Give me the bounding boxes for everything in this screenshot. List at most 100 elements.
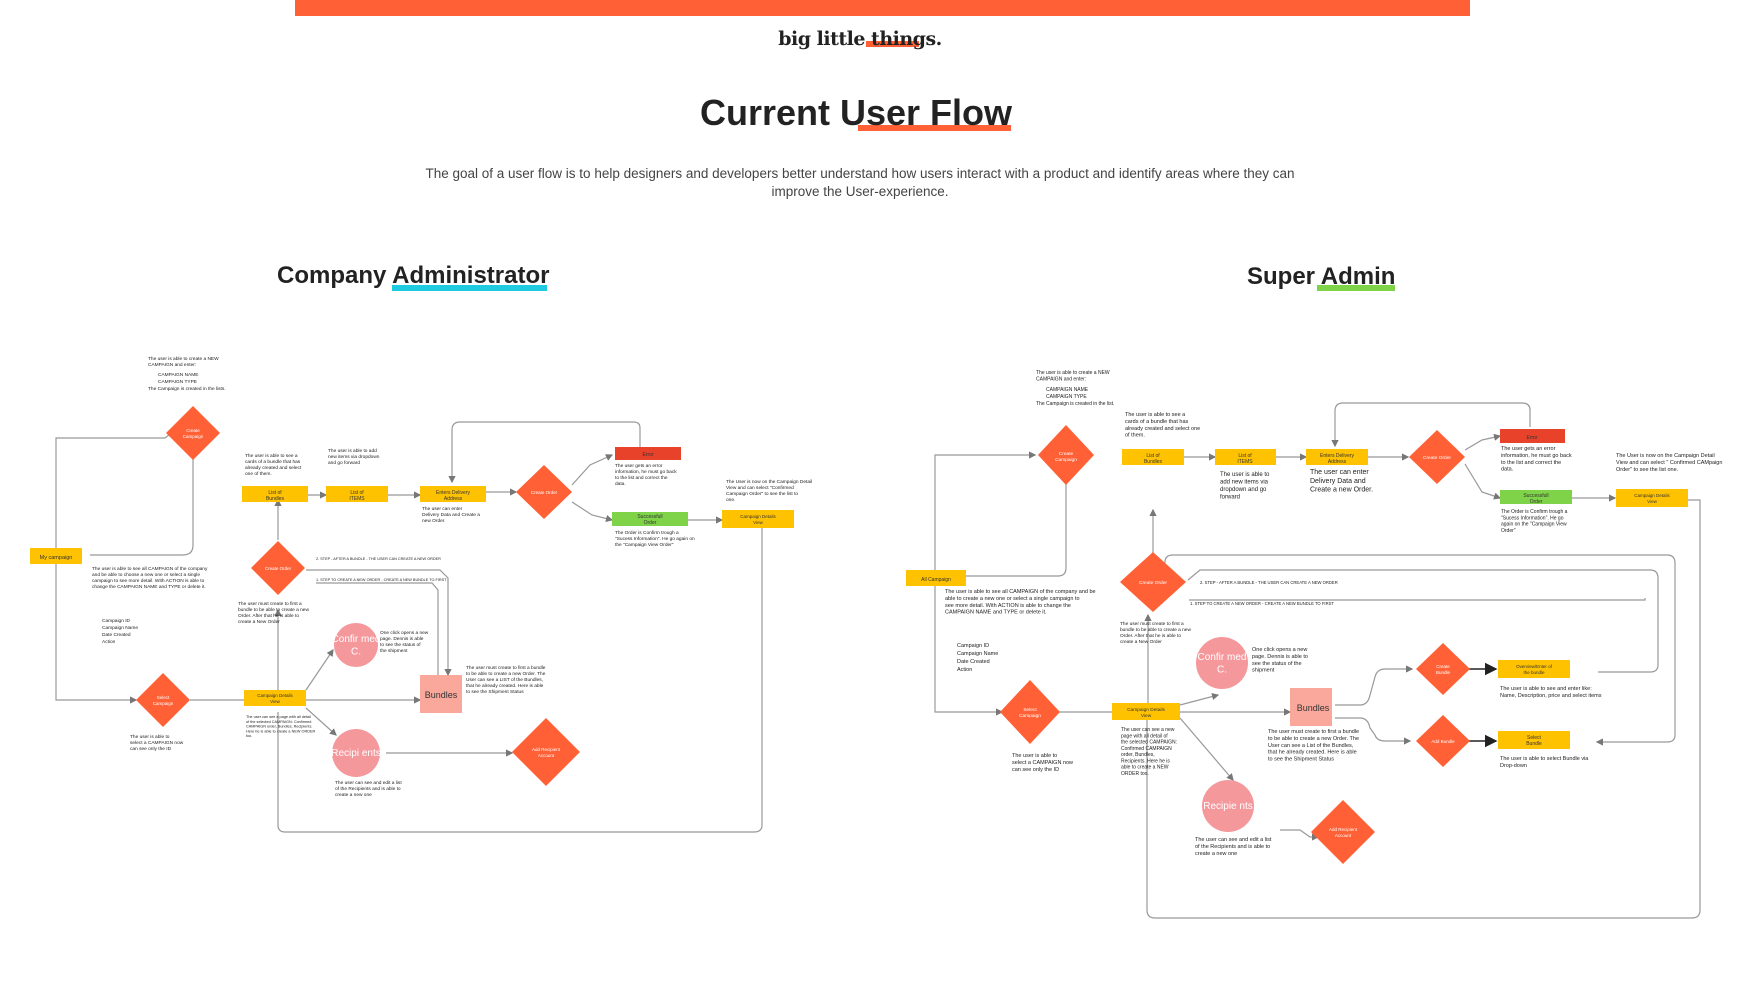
ca-note-2b: Campaign ID [102,618,131,624]
super-shapes [906,425,1688,864]
sa-add-bundle-label: Add Bundle [1431,739,1455,744]
ca-note-1b: CAMPAIGN NAME [158,372,198,378]
ca-list-bundles[interactable] [242,486,308,502]
ca-success[interactable] [612,512,688,526]
sa-list-items[interactable] [1215,449,1276,465]
sa-note-8: The Order is Confirm trough a"Sucess Inf… [1501,509,1568,534]
ca-bundles-square[interactable] [420,675,462,713]
sa-select-campaign-diamond[interactable] [1000,680,1060,744]
ca-list-items[interactable] [326,486,388,502]
ca-note-2: The user is able to see all CAMPAIGN of … [92,566,208,590]
sa-select-bundle[interactable] [1498,731,1570,749]
section-super-admin: Super Admin [1247,263,1396,290]
ca-enter-delivery[interactable] [420,486,486,502]
sa-recipients-label: Recipie nts [1203,801,1252,812]
sa-create-bundle-diamond[interactable] [1416,643,1470,695]
ca-create-order-diamond[interactable] [251,541,305,595]
sa-all-campaign[interactable] [906,570,966,586]
ca-recipients-circle[interactable] [332,729,380,777]
sa-campaign-details2[interactable] [1616,489,1688,507]
sa-error[interactable] [1500,429,1565,443]
ca-select-campaign-diamond[interactable] [136,673,190,727]
ca-my-campaign[interactable] [30,548,82,564]
sa-overview-bundle[interactable] [1498,660,1570,678]
ca-error-label: Error [642,452,653,458]
page-title: Current User Flow [699,92,1013,133]
sa-note-2b: Campaign ID [957,643,989,649]
ca-note-1d: The Campaign is created in the lists. [148,386,226,392]
sa-confirmed-circle[interactable] [1196,637,1248,689]
ca-bundles-label: Bundles [425,690,458,700]
sa-create-order-diamond[interactable] [1120,552,1186,612]
sa-note-1d: The Campaign is created in the list. [1036,401,1114,407]
sa-bundles-square[interactable] [1290,688,1332,726]
company-underline [392,285,547,291]
ca-note-2d: Date Created [102,632,131,638]
ca-campaign-details[interactable] [244,690,306,706]
ca-error[interactable] [615,447,681,460]
sa-note-2d: Date Created [957,659,990,665]
ca-confirmed-circle[interactable] [334,623,378,667]
sa-add-bundle-diamond[interactable] [1416,715,1470,767]
sa-success[interactable] [1500,490,1572,504]
sa-recipients-circle[interactable] [1202,780,1254,832]
sa-add-recipient-diamond[interactable] [1311,800,1375,864]
sa-list-bundles[interactable] [1122,449,1184,465]
ca-create-order2-diamond[interactable] [516,465,572,519]
sa-note-1b: CAMPAIGN NAME [1046,387,1089,393]
ca-note-8: The Order is Confirm trough a"Sucess Inf… [615,530,695,548]
ca-create-order2-label: Create Order [531,490,558,495]
ca-note-2c: Campaign Name [102,625,138,631]
ca-campaign-details2[interactable] [722,510,794,528]
brand-underline [866,41,919,47]
company-connectors [55,421,763,833]
super-black-arrows [1468,662,1498,748]
intro-text: The goal of a user flow is to help desig… [425,166,1295,199]
ca-add-recipient-diamond[interactable] [512,718,580,786]
sa-campaign-details[interactable] [1112,703,1180,720]
sa-step-1: 2. STEP - AFTER A BUNDLE - THE USER CAN … [1200,580,1338,585]
ca-create-campaign-diamond[interactable] [166,406,220,460]
sa-enter-delivery[interactable] [1306,449,1368,465]
sa-error-label: Error [1526,435,1537,441]
sa-create-order2-diamond[interactable] [1409,430,1465,484]
section-company-admin: Company Administrator [277,262,550,289]
title-underline [858,125,1011,131]
sa-note-2e: Action [957,667,972,673]
sa-step-2: 1. STEP TO CREATE A NEW ORDER - CREATE A… [1190,601,1334,606]
sa-create-campaign-diamond[interactable] [1038,425,1094,485]
sa-bundles-label: Bundles [1297,703,1330,713]
ca-step-2: 1. STEP TO CREATE A NEW ORDER - CREATE A… [316,578,447,582]
sa-create-order2-label: Create Order [1423,455,1451,461]
